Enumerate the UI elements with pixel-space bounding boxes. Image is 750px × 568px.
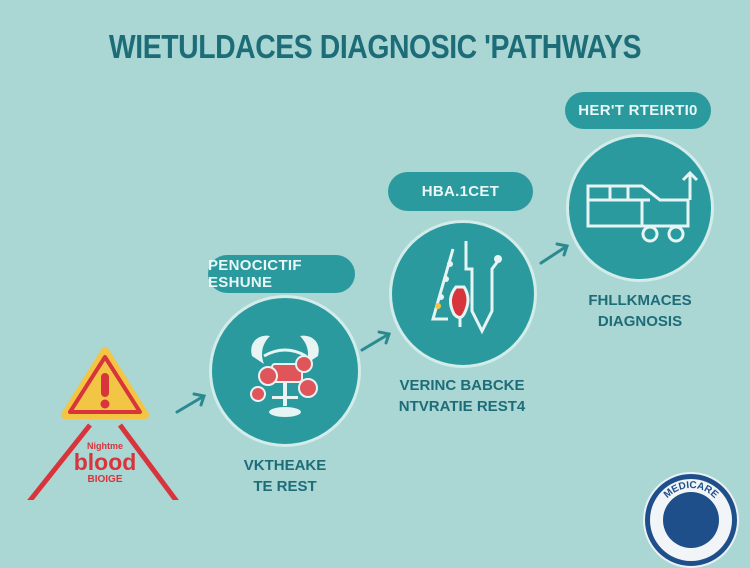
arrows [175,242,569,414]
test-tube-icon [431,241,502,335]
page-title: WIETULDACES DIAGNOSIC 'PATHWAYS [108,28,642,65]
blood-cells-icon [250,335,319,417]
arrow-icon [539,242,569,265]
warning-line-3: BIOIGE [87,474,123,485]
step-1-caption: VKTHEAKE TE REST [195,455,375,497]
vehicle-icon [586,170,699,243]
step-2-caption: VERINC BABCKE NTVRATIE REST4 [372,375,552,417]
warning-sign [20,343,190,500]
warning-line-2: blood [73,449,137,475]
step-3-caption-line-2: DIAGNOSIS [597,313,683,330]
step-3-pill: HER'T RTEIRTI0 [565,92,711,129]
step-3-circle [566,134,714,282]
warning-triangle-icon [27,347,179,500]
step-2-circle [389,220,537,368]
step-2-caption-line-2: NTVRATIE REST4 [398,398,526,415]
svg-text:MEDICARE: MEDICARE [662,480,721,501]
step-2-caption-line-1: VERINC BABCKE [399,377,525,394]
warning-label: Nightme blood BIOIGE [60,441,150,486]
arrow-icon [175,392,206,414]
medicare-seal: MEDICARE [643,472,739,568]
step-2-pill: HBA.1CET [388,172,533,211]
step-1-pill: PENOCICTIF ESHUNE [208,255,355,293]
step-1-circle [209,295,361,447]
step-3-caption-line-1: FHLLKMACES [588,292,692,309]
arrow-icon [360,330,391,352]
step-3-caption: FHLLKMACES DIAGNOSIS [550,290,730,332]
step-1-caption-line-1: VKTHEAKE [243,457,327,474]
medicare-seal-text: MEDICARE [662,480,721,501]
warning-line-1: Nightme [87,441,123,451]
step-1-caption-line-2: TE REST [253,478,317,495]
